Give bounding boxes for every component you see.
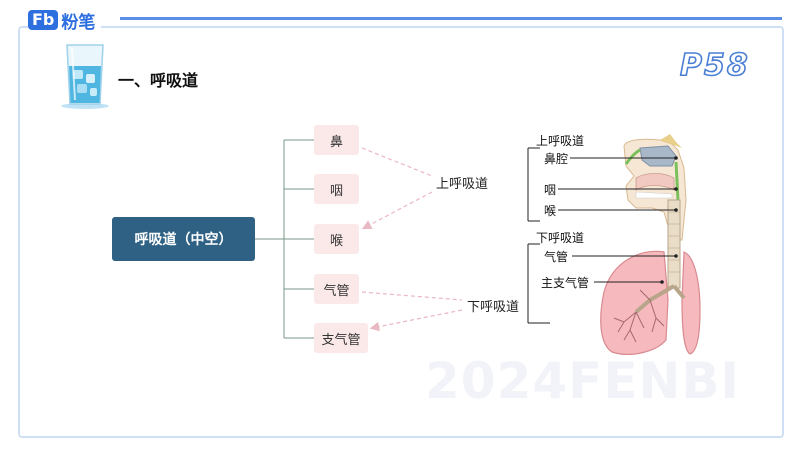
anatomy-label-pharynx: 咽 [544,183,557,197]
node-nose: 鼻 [314,125,359,155]
anatomy-upper-heading: 上呼吸道 [536,134,585,148]
anatomy-label-nasal-cavity: 鼻腔 [544,152,569,166]
anatomy-label-larynx: 喉 [544,204,557,218]
node-trachea: 气管 [314,274,359,304]
logo-text: 粉笔 [61,12,96,33]
root-node-respiratory-tract: 呼吸道（中空） [112,217,255,261]
watermark: 2024FENBI [425,352,741,410]
node-pharynx: 咽 [314,174,359,204]
anatomy-label-main-bronchus: 主支气管 [541,276,590,290]
fenbi-logo: Fb 粉笔 [28,8,102,33]
lower-tract-label: 下呼吸道 [467,300,520,315]
header-rule [120,17,782,20]
page-number: P58 [679,47,750,84]
logo-mark: Fb [28,10,59,30]
anatomy-label-trachea: 气管 [544,250,569,264]
section-title: 一、呼吸道 [118,71,199,90]
anatomy-lower-heading: 下呼吸道 [536,231,585,245]
upper-tract-label: 上呼吸道 [436,177,489,192]
node-bronchus: 支气管 [314,323,368,353]
node-larynx: 喉 [314,224,359,254]
water-glass-icon [61,44,109,109]
